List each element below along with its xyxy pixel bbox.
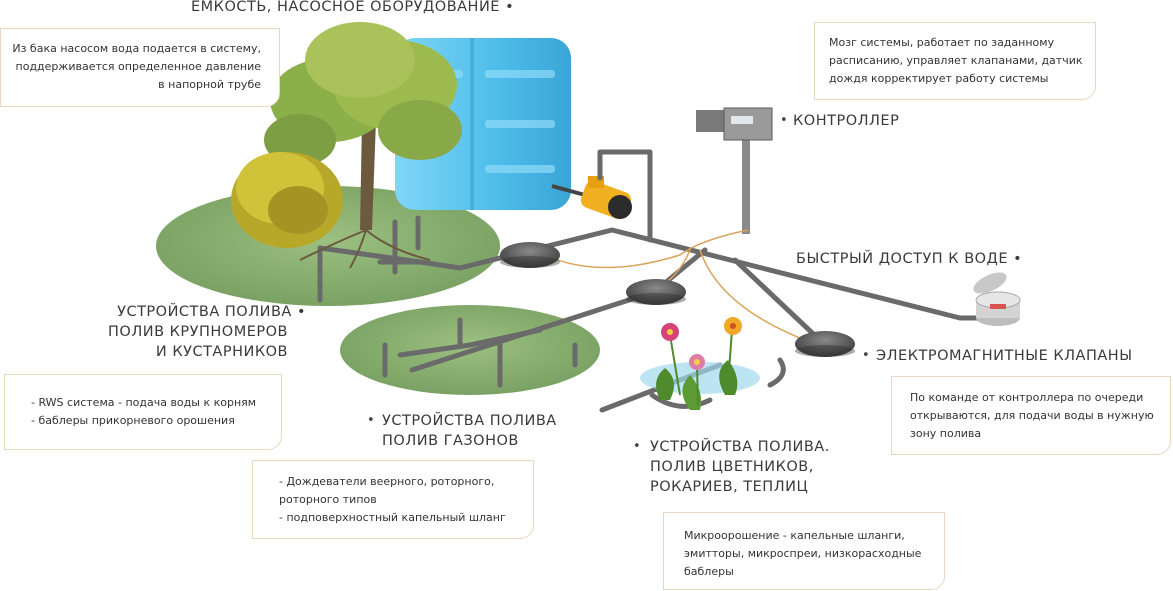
- controller-heading: КОНТРОЛЛЕР: [793, 113, 900, 129]
- note-line: в напорной трубе: [158, 78, 261, 91]
- solenoid-valve: [500, 242, 560, 268]
- valves-note: По команде от контроллера по очереди отк…: [891, 376, 1171, 455]
- tank-note: Из бака насосом вода подается в систему,…: [0, 28, 280, 107]
- note-line: дождя корректирует работу системы: [829, 72, 1049, 85]
- note-line: поддерживается определенное давление: [15, 60, 261, 73]
- note-line: - баблеры прикорневого орошения: [31, 414, 235, 427]
- controller-device: [696, 107, 773, 234]
- tank-heading: ЕМКОСТЬ, НАСОСНОЕ ОБОРУДОВАНИЕ •: [191, 0, 514, 17]
- note-line: Из бака насосом вода подается в систему,: [12, 42, 261, 55]
- note-line: Микроорошение - капельные шланги,: [684, 529, 905, 542]
- bullet-icon: •: [780, 113, 788, 128]
- flowers: [640, 317, 760, 410]
- quick-access-heading-text: БЫСТРЫЙ ДОСТУП К ВОДЕ: [796, 251, 1009, 267]
- note-line: расписанию, управляет клапанами, датчик: [829, 54, 1083, 67]
- trees-heading-line: И КУСТАРНИКОВ: [155, 344, 288, 360]
- note-line: - Дождеватели веерного, роторного,: [279, 475, 495, 488]
- flowers-heading-line: ПОЛИВ ЦВЕТНИКОВ,: [650, 459, 814, 475]
- note-line: эмитторы, микроспреи, низкорасходные: [684, 547, 922, 560]
- note-line: зону полива: [910, 427, 982, 440]
- flowers-heading-line: УСТРОЙСТВА ПОЛИВА.: [650, 439, 830, 455]
- note-line: - RWS система - подача воды к корням: [31, 396, 257, 409]
- water-access-box: [973, 272, 1021, 326]
- trees-note: - RWS система - подача воды к корням - б…: [4, 374, 282, 450]
- flowers-heading-line: РОКАРИЕВ, ТЕПЛИЦ: [650, 479, 809, 495]
- note-line: - подповерхностный капельный шланг: [279, 511, 506, 524]
- valves-heading: ЭЛЕКТРОМАГНИТНЫЕ КЛАПАНЫ: [876, 348, 1133, 364]
- bullet-icon: •: [862, 348, 870, 363]
- bullet-icon: •: [505, 0, 515, 15]
- lawns-heading: УСТРОЙСТВА ПОЛИВА ПОЛИВ ГАЗОНОВ: [382, 411, 557, 451]
- pump: [551, 176, 632, 220]
- controller-note: Мозг системы, работает по заданному расп…: [814, 22, 1096, 100]
- trees-heading-text: УСТРОЙСТВА ПОЛИВА: [117, 304, 292, 320]
- flowers-note: Микроорошение - капельные шланги, эмитто…: [663, 512, 945, 590]
- flowers-heading: УСТРОЙСТВА ПОЛИВА. ПОЛИВ ЦВЕТНИКОВ, РОКА…: [650, 437, 830, 497]
- bullet-icon: •: [633, 439, 641, 454]
- trees-heading: УСТРОЙСТВА ПОЛИВА • ПОЛИВ КРУПНОМЕРОВ И …: [108, 302, 306, 362]
- solenoid-valve: [795, 331, 855, 357]
- bush: [231, 152, 343, 248]
- trees-heading-line: УСТРОЙСТВА ПОЛИВА •: [108, 302, 306, 322]
- note-line: роторного типов: [279, 493, 377, 506]
- note-line: баблеры: [684, 565, 734, 578]
- note-line: Мозг системы, работает по заданному: [829, 36, 1055, 49]
- quick-access-heading: БЫСТРЫЙ ДОСТУП К ВОДЕ •: [796, 249, 1022, 269]
- tank-heading-text: ЕМКОСТЬ, НАСОСНОЕ ОБОРУДОВАНИЕ: [191, 0, 500, 15]
- bullet-icon: •: [367, 413, 375, 428]
- note-line: открываются, для подачи воды в нужную: [910, 409, 1154, 422]
- tree: [264, 22, 462, 269]
- note-line: По команде от контроллера по очереди: [910, 391, 1144, 404]
- lawns-heading-line: УСТРОЙСТВА ПОЛИВА: [382, 413, 557, 429]
- trees-heading-line: ПОЛИВ КРУПНОМЕРОВ: [108, 324, 288, 340]
- bullet-icon: •: [296, 304, 306, 320]
- solenoid-valve: [626, 279, 686, 305]
- lawns-heading-line: ПОЛИВ ГАЗОНОВ: [382, 433, 519, 449]
- bullet-icon: •: [1013, 251, 1023, 267]
- lawns-note: - Дождеватели веерного, роторного, ротор…: [252, 460, 534, 539]
